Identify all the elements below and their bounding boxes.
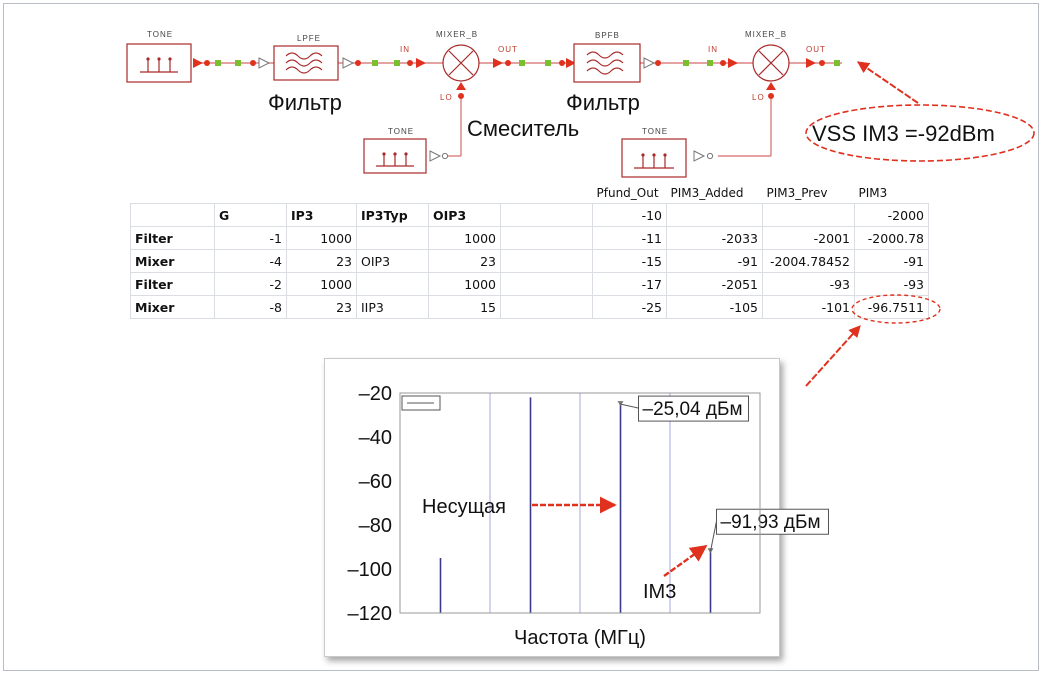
cell-prev: -2004.78452: [762, 249, 855, 273]
y-tick-label: –20: [359, 383, 392, 405]
cell-added: -2051: [666, 272, 763, 296]
callout-arrow: [857, 61, 919, 104]
cell-pfund: -17: [592, 272, 667, 296]
cell-oip3: 1000: [428, 272, 501, 296]
filter2-label: BPFB: [595, 31, 620, 40]
filter2-block[interactable]: [573, 43, 641, 83]
cell-prev: -2001: [762, 226, 855, 250]
mixer2-lo-label: LO: [752, 93, 765, 102]
cell-pim3: -2000.78: [854, 226, 929, 250]
cell-pfund-initial: -10: [592, 203, 667, 227]
mixer1-out-label: OUT: [498, 45, 518, 54]
cell-g: -4: [214, 249, 287, 273]
im3-arrow: [663, 545, 708, 577]
y-tick-label: –100: [348, 559, 393, 581]
plot-area: [399, 392, 761, 614]
cell-added: -105: [666, 295, 763, 319]
mixer2-block[interactable]: [752, 44, 790, 82]
marker-triangle: [617, 401, 624, 407]
tone3-block[interactable]: [621, 138, 687, 178]
table-top-header-row: Pfund_Out PIM3_Added PIM3_Prev PIM3: [131, 183, 929, 204]
schematic: TONE LPFE IN MIXER_B OUT LO TONE: [126, 30, 1035, 178]
mixer2-out-label: OUT: [806, 45, 826, 54]
filter1-label: LPFE: [297, 34, 321, 43]
hdr-oip3: OIP3: [428, 203, 501, 227]
y-tick-label: –40: [359, 427, 392, 449]
hdr-pim3-added: PIM3_Added: [670, 186, 744, 200]
annotation-carrier: Несущая: [422, 496, 506, 518]
table-row: Mixer -4 23 OIP3 23 -15 -91 -2004.78452 …: [130, 249, 929, 273]
x-axis-title: Частота (МГц): [514, 627, 646, 649]
caption-filter-1: Фильтр: [268, 90, 342, 115]
tone1-label: TONE: [147, 30, 173, 39]
cell-oip3: 1000: [428, 226, 501, 250]
hdr-pfund-out: Pfund_Out: [596, 186, 659, 200]
figure-frame: [3, 3, 1039, 671]
marker-label: –25,04 дБм: [643, 399, 743, 420]
mixer1-block[interactable]: [442, 44, 480, 82]
cell-pim3-initial: -2000: [854, 203, 929, 227]
callout-ellipse: [805, 104, 1035, 162]
cell-ip3: 23: [286, 249, 357, 273]
mixer1-label: MIXER_B: [436, 30, 478, 39]
tone2-block[interactable]: [363, 138, 427, 174]
mixer2-label: MIXER_B: [745, 30, 787, 39]
callout-text: VSS IM3 =-92dBm: [812, 121, 995, 146]
row-label: Mixer: [130, 295, 215, 319]
marker-label: –91,93 дБм: [721, 512, 821, 533]
caption-filter-2: Фильтр: [566, 90, 640, 115]
cell-pfund: -11: [592, 226, 667, 250]
y-tick-label: –80: [359, 515, 392, 537]
mixer1-lo-label: LO: [440, 93, 453, 102]
cell-added: -91: [666, 249, 763, 273]
y-tick-label: –120: [348, 603, 393, 625]
mixer1-in-label: IN: [400, 45, 410, 54]
tone1-block[interactable]: [126, 43, 192, 83]
marker-label-box: [638, 395, 749, 422]
marker-leader: [620, 403, 639, 409]
cell-ip3: 23: [286, 295, 357, 319]
annotation-im3: IM3: [643, 581, 676, 603]
caption-mixer: Смеситель: [467, 116, 579, 141]
cell-ip3: 1000: [286, 226, 357, 250]
hdr-pim3-prev: PIM3_Prev: [766, 186, 828, 200]
tone2-label: TONE: [388, 127, 414, 136]
cell-g: -8: [214, 295, 287, 319]
cell-pfund: -25: [592, 295, 667, 319]
cell-prev: -101: [762, 295, 855, 319]
cell-pim3: -93: [854, 272, 929, 296]
table-row: Filter -2 1000 1000 -17 -2051 -93 -93: [130, 272, 929, 296]
y-tick-label: –60: [359, 471, 392, 493]
marker-leader: [710, 521, 717, 552]
mixer2-in-label: IN: [708, 45, 718, 54]
hdr-pim3: PIM3: [858, 186, 888, 200]
filter1-block[interactable]: [273, 45, 339, 81]
tone3-label: TONE: [642, 127, 668, 136]
marker-label-box: [716, 508, 829, 535]
row-label: Filter: [130, 272, 215, 296]
